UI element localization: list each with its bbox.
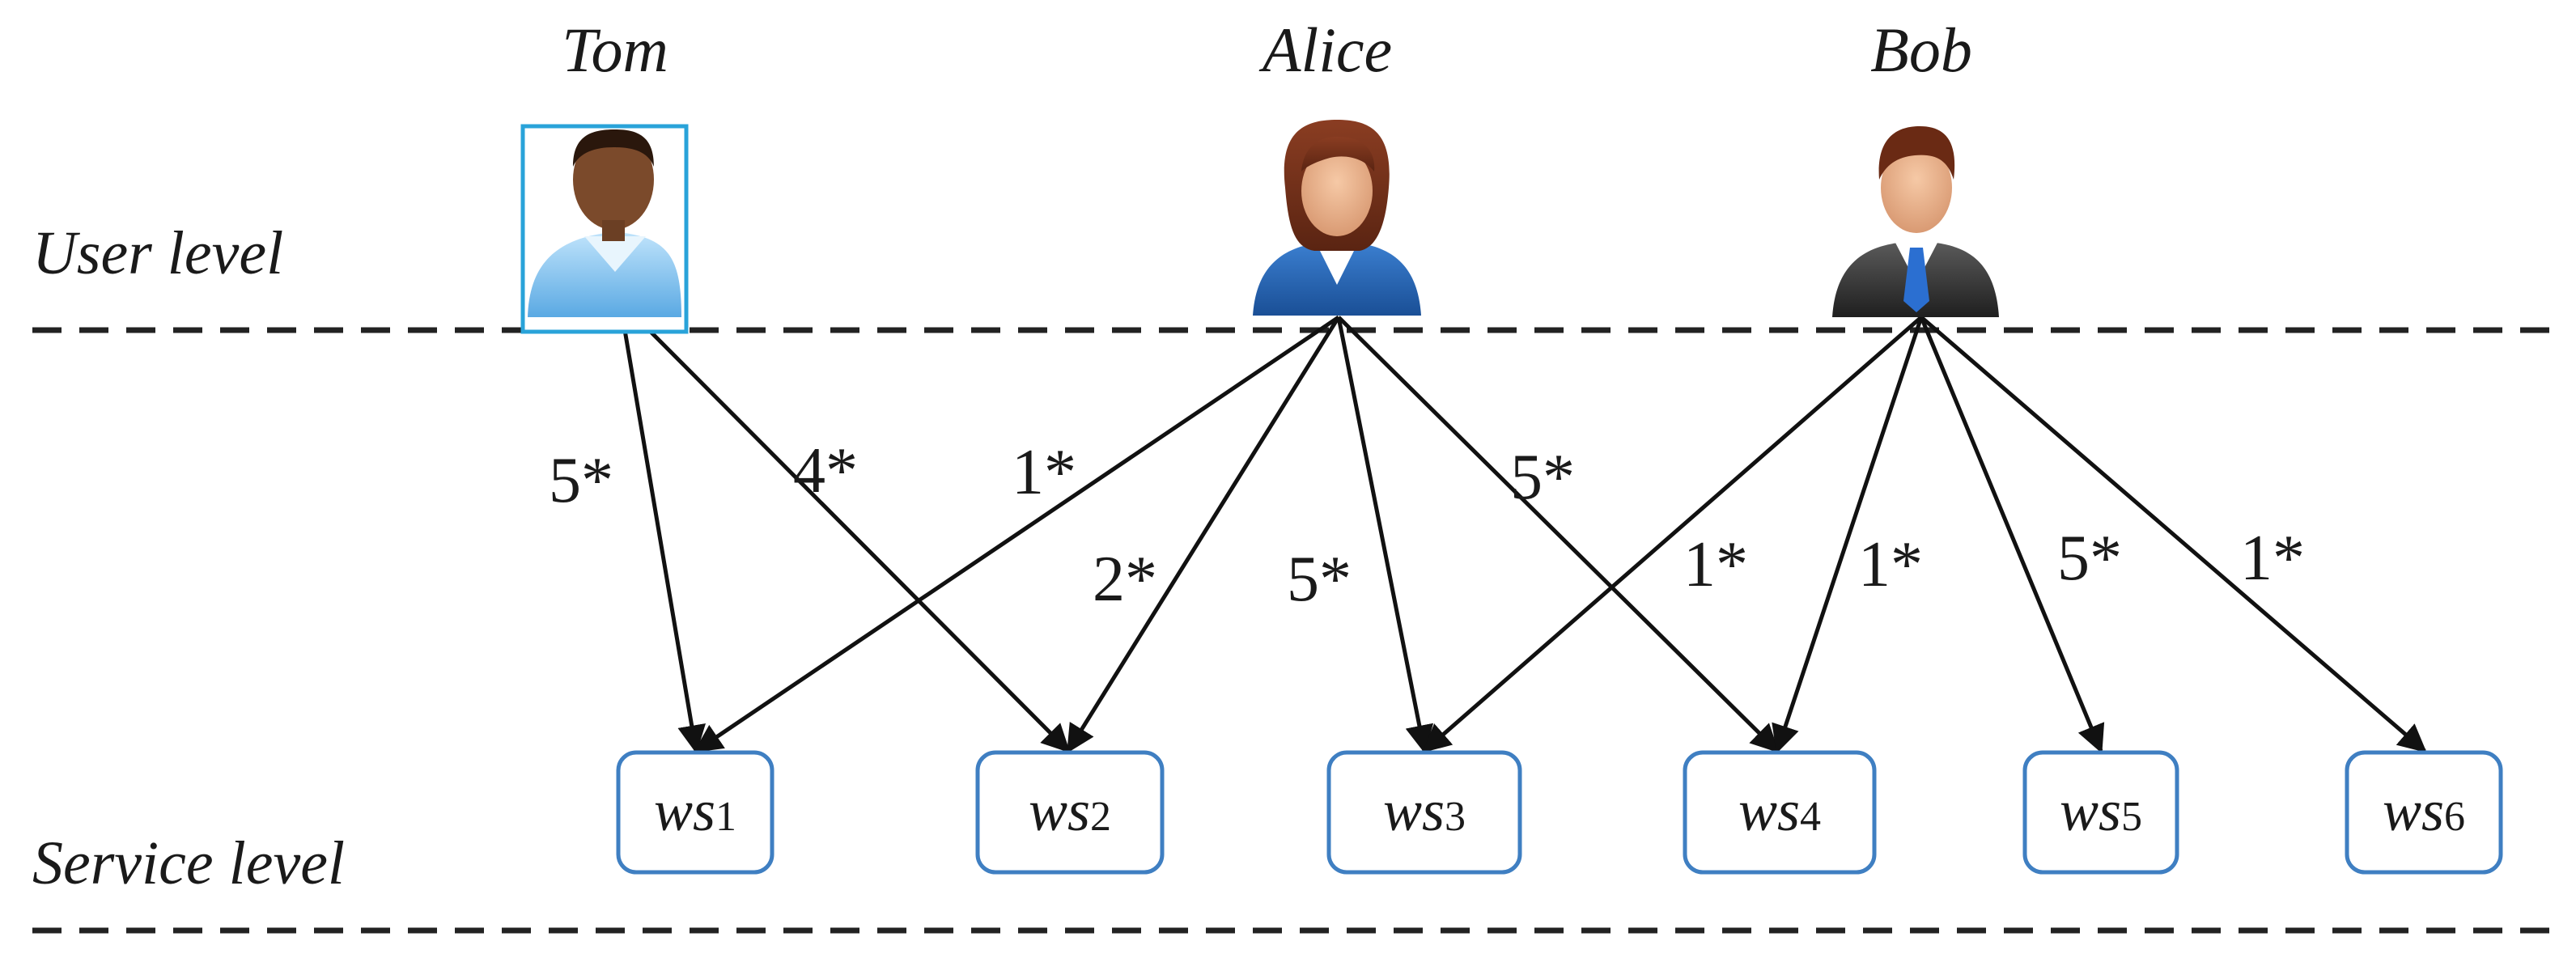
svg-text:ws3: ws3	[1383, 778, 1466, 843]
rating-label-alice-ws1: 1*	[1012, 437, 1076, 508]
user-casual-icon	[528, 129, 681, 317]
svg-text:ws1: ws1	[654, 778, 736, 843]
service-subscript: 5	[2121, 794, 2142, 840]
service-subscript: 2	[1090, 794, 1111, 840]
rating-label-alice-ws3: 5*	[1287, 544, 1352, 615]
rating-arrow-tom-ws2	[638, 319, 1071, 753]
service-subscript: 3	[1445, 794, 1466, 840]
services: ws1 ws2 ws3 ws4 ws5	[616, 750, 2503, 875]
service-name: ws	[1738, 778, 1800, 843]
service-ws3[interactable]: ws3	[1326, 750, 1522, 875]
user-name-bob: Bob	[1870, 15, 1972, 85]
service-subscript: 4	[1800, 794, 1821, 840]
rating-arrow-bob-ws5	[1919, 316, 2105, 754]
rating-arrow-bob-ws3	[1422, 316, 1923, 753]
rating-arrow-alice-ws3	[1336, 316, 1434, 754]
rating-label-tom-ws1: 5*	[549, 445, 613, 516]
user-name-tom: Tom	[562, 15, 668, 85]
service-ws1[interactable]: ws1	[616, 750, 774, 875]
rating-label-bob-ws5: 5*	[2057, 523, 2122, 594]
rating-arrow-bob-ws4	[1772, 316, 1924, 754]
rating-arrow-bob-ws6	[1920, 316, 2427, 753]
service-name: ws	[2383, 778, 2444, 843]
service-ws6[interactable]: ws6	[2345, 750, 2503, 875]
svg-text:ws5: ws5	[2060, 778, 2142, 843]
user-alice[interactable]: Alice	[1253, 15, 1421, 316]
user-bob[interactable]: Bob	[1832, 15, 1999, 317]
service-name: ws	[654, 778, 715, 843]
user-tom[interactable]: Tom	[520, 15, 689, 334]
rating-arrows: 5*4*1*2*5*5*1*1*5*1*	[549, 315, 2427, 754]
user-name-alice: Alice	[1258, 15, 1392, 85]
svg-text:ws6: ws6	[2383, 778, 2465, 843]
service-ws2[interactable]: ws2	[975, 750, 1165, 875]
rating-arrow-alice-ws1	[694, 315, 1340, 753]
rating-arrow-alice-ws4	[1337, 316, 1780, 753]
rating-label-bob-ws4: 1*	[1858, 529, 1923, 600]
rating-arrow-alice-ws2	[1066, 316, 1341, 753]
service-subscript: 1	[715, 794, 736, 840]
service-level-label: Service level	[32, 829, 345, 897]
rating-arrow-tom-ws1	[621, 320, 707, 754]
service-name: ws	[2060, 778, 2121, 843]
user-level-label: User level	[32, 219, 283, 287]
service-subscript: 6	[2444, 794, 2465, 840]
rating-label-alice-ws2: 2*	[1093, 544, 1157, 615]
rating-label-alice-ws4: 5*	[1510, 442, 1575, 513]
svg-text:ws4: ws4	[1738, 778, 1821, 843]
user-businessman-icon	[1832, 126, 1999, 317]
user-woman-icon	[1253, 120, 1421, 316]
service-ws4[interactable]: ws4	[1683, 750, 1877, 875]
service-ws5[interactable]: ws5	[2022, 750, 2179, 875]
rating-label-bob-ws6: 1*	[2240, 523, 2305, 594]
service-name: ws	[1029, 778, 1090, 843]
service-name: ws	[1383, 778, 1445, 843]
svg-text:ws2: ws2	[1029, 778, 1111, 843]
rating-label-bob-ws3: 1*	[1683, 529, 1748, 600]
rating-label-tom-ws2: 4*	[793, 435, 858, 507]
